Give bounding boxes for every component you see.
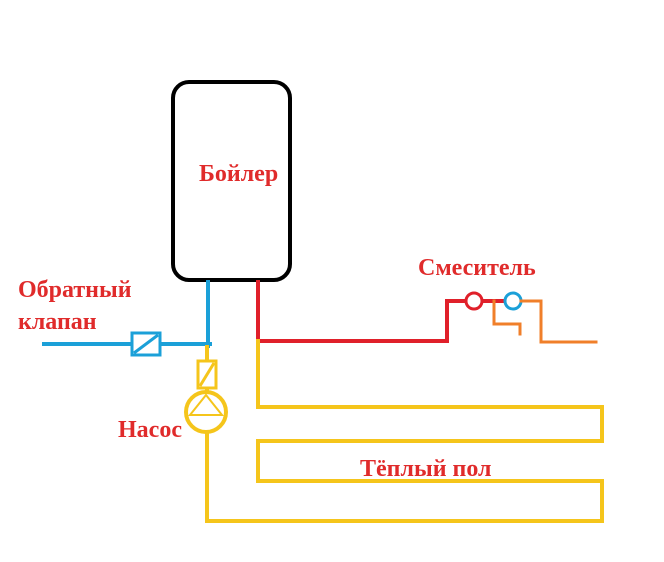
pump-label: Насос (118, 417, 182, 443)
warm-floor-pipe (205, 339, 604, 523)
boiler-tank (171, 80, 292, 282)
cold-water-line (42, 280, 212, 348)
check-valve-label-line2: клапан (18, 309, 97, 335)
hot-water-line (256, 280, 506, 343)
check-valve-icon (130, 331, 162, 357)
boiler-label: Бойлер (199, 161, 278, 187)
pump-icon (184, 390, 228, 434)
pump-valve-icon (196, 359, 218, 390)
mixer-icon (464, 291, 598, 344)
floor-label: Тёплый пол (360, 456, 492, 482)
check-valve-label-line1: Обратный (18, 277, 132, 303)
mixer-label: Смеситель (418, 255, 536, 281)
